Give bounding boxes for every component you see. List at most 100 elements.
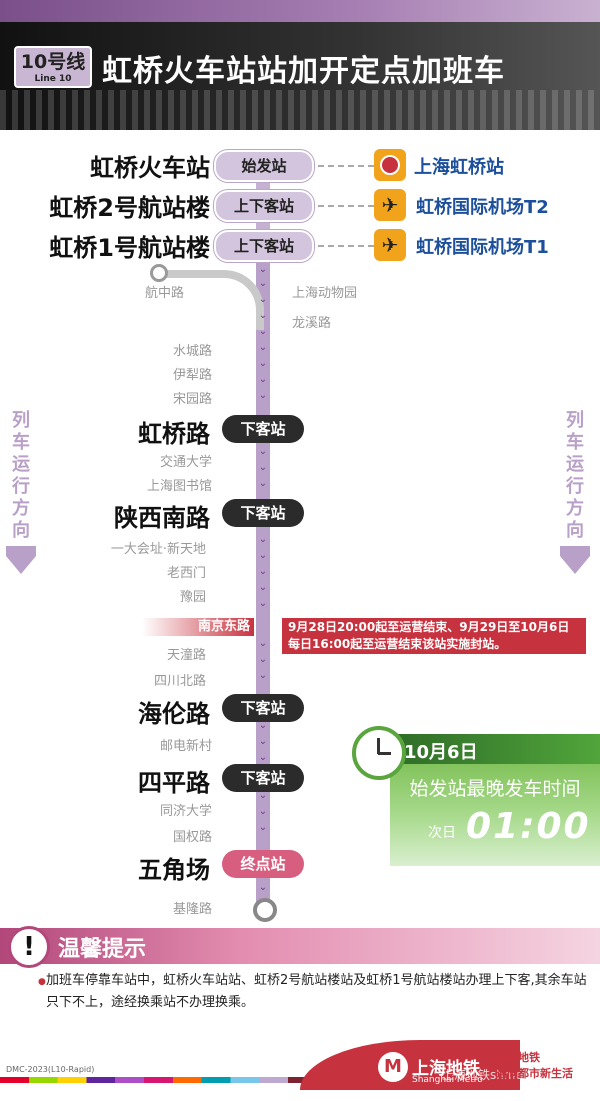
chevron-down-icon: ⌄ bbox=[258, 736, 268, 747]
branch-connector bbox=[158, 270, 264, 330]
station-wujiaochang: 五角场 bbox=[138, 856, 210, 884]
last-train-time: 01:00 bbox=[466, 806, 591, 847]
chevron-down-icon: ⌄ bbox=[258, 358, 268, 369]
direction-char: 行 bbox=[566, 476, 584, 497]
branch-start-dot bbox=[150, 264, 168, 282]
chevron-down-icon: ⌄ bbox=[258, 654, 268, 665]
last-train-date: 10月6日 bbox=[404, 742, 478, 763]
direction-char: 方 bbox=[12, 498, 30, 519]
exclamation-icon: ! bbox=[8, 926, 50, 968]
station-hongqiao-road: 虹桥路 bbox=[138, 420, 210, 448]
line-en: Line 10 bbox=[34, 74, 72, 84]
station-t2: 虹桥2号航站楼 bbox=[49, 194, 210, 222]
connector-dash bbox=[318, 205, 374, 207]
header-top-stripe bbox=[0, 0, 600, 22]
down-arrow-icon bbox=[6, 556, 36, 574]
direction-indicator-left: 列 车 运 行 方 向 bbox=[6, 410, 36, 574]
chevron-down-icon: ⌄ bbox=[258, 550, 268, 561]
direction-indicator-right: 列 车 运 行 方 向 bbox=[560, 410, 590, 574]
footer-color-stripe bbox=[0, 1077, 360, 1083]
chevron-down-icon: ⌄ bbox=[258, 670, 268, 681]
station-tiantong: 天潼路 bbox=[166, 648, 206, 663]
station-xintiandi: 一大会址·新天地 bbox=[110, 542, 206, 557]
connection-t1: 虹桥国际机场T1 bbox=[416, 237, 549, 258]
chevron-down-icon: ⌄ bbox=[258, 582, 268, 593]
chevron-down-icon: ⌄ bbox=[258, 598, 268, 609]
tips-body: 加班车停靠车站中，虹桥火车站站、虹桥2号航站楼站及虹桥1号航站楼站办理上下客,其… bbox=[38, 970, 596, 1014]
chevron-down-icon: ⌄ bbox=[258, 720, 268, 731]
badge-alight: 下客站 bbox=[222, 694, 304, 722]
chevron-down-icon: ⌄ bbox=[258, 294, 268, 305]
station-longxi: 龙溪路 bbox=[292, 316, 332, 331]
chevron-down-icon: ⌄ bbox=[258, 478, 268, 489]
connection-t2: 虹桥国际机场T2 bbox=[416, 197, 549, 218]
chevron-down-icon: ⌄ bbox=[258, 310, 268, 321]
page-title: 虹桥火车站站加开定点加班车 bbox=[102, 54, 505, 89]
direction-char: 方 bbox=[566, 498, 584, 519]
badge-alight: 下客站 bbox=[222, 764, 304, 792]
station-yili: 伊犁路 bbox=[172, 368, 212, 383]
closure-notice: 9月28日20:00起至运营结束、9月29日至10月6日每日16:00起至运营结… bbox=[282, 618, 586, 654]
chevron-down-icon: ⌄ bbox=[258, 790, 268, 801]
metro-name: 上海地铁 bbox=[412, 1059, 480, 1079]
down-arrow-icon bbox=[560, 556, 590, 574]
chevron-down-icon: ⌄ bbox=[258, 462, 268, 473]
metro-name-en: Shanghai Metro bbox=[412, 1075, 483, 1085]
badge-alight: 下客站 bbox=[222, 415, 304, 443]
airplane-icon: ✈ bbox=[374, 189, 406, 221]
line-number: 10号线 bbox=[20, 51, 86, 73]
chevron-down-icon: ⌄ bbox=[258, 566, 268, 577]
badge-alight: 下客站 bbox=[222, 499, 304, 527]
last-train-title: 始发站最晚发车时间 bbox=[409, 778, 581, 800]
station-jiaotong: 交通大学 bbox=[159, 455, 212, 470]
document-code: DMC-2023(L10-Rapid) bbox=[6, 1065, 95, 1074]
badge-origin: 始发站 bbox=[214, 150, 314, 182]
metro-logo-icon: M bbox=[378, 1052, 408, 1082]
slogan: 申城地铁 通向都市新生活 bbox=[496, 1050, 600, 1082]
next-day-label: 次日 bbox=[428, 825, 456, 841]
station-yuyuan: 豫园 bbox=[179, 590, 206, 605]
chevron-down-icon: ⌄ bbox=[258, 342, 268, 353]
chevron-down-icon: ⌄ bbox=[258, 278, 268, 289]
station-siping: 四平路 bbox=[138, 769, 210, 797]
line-badge: 10号线 Line 10 bbox=[14, 46, 92, 88]
chevron-down-icon: ⌄ bbox=[258, 752, 268, 763]
station-guoquan: 国权路 bbox=[172, 830, 212, 845]
header-banner bbox=[0, 22, 600, 130]
connector-dash bbox=[318, 165, 374, 167]
tips-header bbox=[0, 928, 600, 964]
station-laoximen: 老西门 bbox=[166, 566, 206, 581]
chevron-down-icon: ⌄ bbox=[258, 446, 268, 457]
direction-char: 车 bbox=[12, 432, 30, 453]
station-youdian: 邮电新村 bbox=[159, 739, 212, 754]
airplane-icon: ✈ bbox=[374, 229, 406, 261]
direction-char: 车 bbox=[566, 432, 584, 453]
chevron-down-icon: ⌄ bbox=[258, 374, 268, 385]
watermark: 上海地铁shmetro bbox=[442, 1068, 540, 1082]
chevron-down-icon: ⌄ bbox=[258, 638, 268, 649]
header-pattern bbox=[0, 90, 600, 130]
railway-icon bbox=[374, 149, 406, 181]
chevron-down-icon: ⌄ bbox=[258, 806, 268, 817]
chevron-down-icon: ⌄ bbox=[258, 882, 268, 893]
station-hongqiao-railway: 虹桥火车站 bbox=[90, 154, 210, 182]
station-sichuan-north: 四川北路 bbox=[153, 674, 206, 689]
chevron-down-icon: ⌄ bbox=[258, 326, 268, 337]
station-jilong: 基隆路 bbox=[172, 902, 212, 917]
direction-char: 行 bbox=[12, 476, 30, 497]
chevron-down-icon: ⌄ bbox=[258, 390, 268, 401]
station-library: 上海图书馆 bbox=[146, 479, 212, 494]
connection-hongqiao-station: 上海虹桥站 bbox=[414, 157, 504, 178]
line-end-dot bbox=[253, 898, 277, 922]
badge-board-alight: 上下客站 bbox=[214, 230, 314, 262]
chevron-down-icon: ⌄ bbox=[258, 264, 268, 275]
station-hailun: 海伦路 bbox=[138, 700, 210, 728]
direction-char: 列 bbox=[12, 410, 30, 431]
slogan-line-1: 申城地铁 bbox=[496, 1051, 540, 1064]
station-hangzhong: 航中路 bbox=[144, 286, 184, 301]
last-train-card-header bbox=[390, 734, 600, 764]
station-shuicheng: 水城路 bbox=[172, 344, 212, 359]
direction-char: 向 bbox=[566, 520, 584, 541]
station-tongji: 同济大学 bbox=[159, 804, 212, 819]
slogan-line-2: 通向都市新生活 bbox=[496, 1067, 573, 1080]
